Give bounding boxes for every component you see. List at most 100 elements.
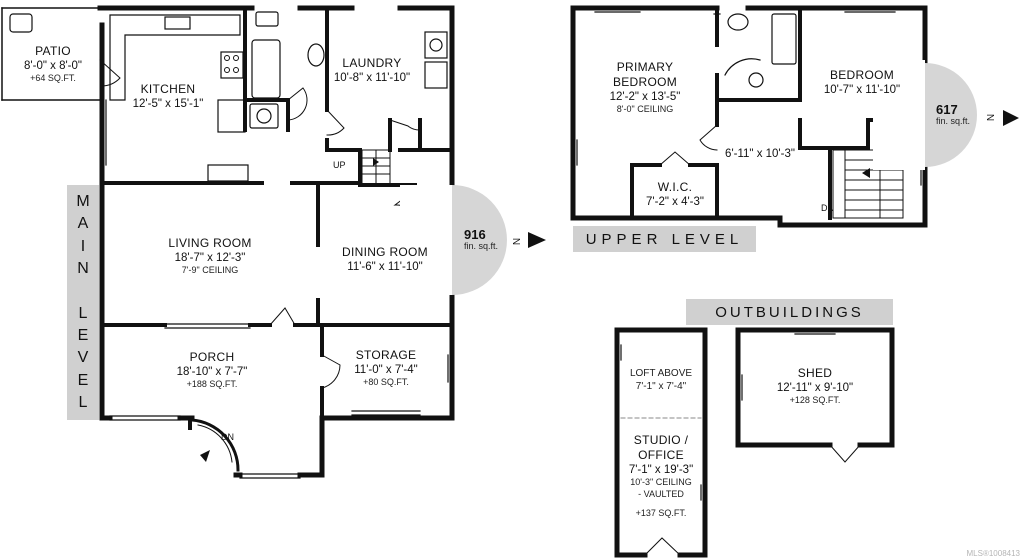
living-room-note: 7'-9" CEILING <box>181 265 239 276</box>
studio-note-1: 10'-3" CEILING <box>630 477 692 488</box>
main-banner-letter-5: L <box>78 304 88 322</box>
wic-dims: 7'-2" x 4'-3" <box>646 196 704 208</box>
porch-stair-down-label: DN <box>221 432 234 442</box>
down-arrow-porch <box>200 450 210 462</box>
dining-room-label: DINING ROOM 11'-6" x 11'-10" <box>342 245 428 274</box>
north-arrow-upper <box>1003 110 1019 126</box>
outbuildings-plan <box>614 327 895 558</box>
living-room-dims: 18'-7" x 12'-3" <box>174 252 246 264</box>
kitchen-counters <box>109 14 249 182</box>
bedroom-label: BEDROOM 10'-7" x 11'-10" <box>824 68 900 97</box>
porch-steps-inner <box>197 424 233 463</box>
storage-dims: 11'-0" x 7'-4" <box>354 364 418 376</box>
primary-bedroom-note: 8'-0" CEILING <box>616 104 674 115</box>
bedroom-dims: 10'-7" x 11'-10" <box>823 84 901 96</box>
patio-outline <box>1 7 101 101</box>
upper-area-badge <box>873 60 1019 170</box>
outbuildings-banner: OUTBUILDINGS <box>686 299 893 325</box>
living-room-name: LIVING ROOM <box>168 236 252 250</box>
kitchen-dims: 12'-5" x 15'-1" <box>132 98 204 110</box>
patio-name: PATIO <box>35 44 71 58</box>
bathroom-fixtures <box>249 11 325 129</box>
upper-stair-down-label: DN <box>821 203 834 213</box>
studio-windows <box>616 344 706 501</box>
primary-bedroom-dims: 12'-2" x 13'-5" <box>609 91 681 103</box>
main-level-banner: M A I N L E V E L <box>67 185 99 420</box>
kitchen-name: KITCHEN <box>140 82 196 96</box>
main-stairs <box>361 149 391 187</box>
main-area-badge <box>400 185 546 295</box>
main-level-plan <box>1 5 455 479</box>
shed-name: SHED <box>797 366 833 380</box>
living-room-label: LIVING ROOM 18'-7" x 12'-3" 7'-9" CEILIN… <box>168 236 251 277</box>
stair-up-arrow <box>373 158 379 166</box>
upper-level-banner: UPPER LEVEL <box>573 226 756 252</box>
loft-name: LOFT ABOVE <box>629 368 693 379</box>
patio-note: +64 SQ.FT. <box>30 73 76 84</box>
studio-label: STUDIO / OFFICE 7'-1" x 19'-3" 10'-3" CE… <box>629 433 693 519</box>
main-area-text: 916 fin. sq.ft. <box>464 227 499 252</box>
porch-label: PORCH 18'-10" x 7'-7" +188 SQ.FT. <box>177 350 248 391</box>
patio-label: PATIO 8'-0" x 8'-0" +64 SQ.FT. <box>24 44 82 85</box>
upper-windows <box>572 7 926 226</box>
porch-note: +188 SQ.FT. <box>186 379 238 390</box>
shed-label: SHED 12'-11" x 9'-10" +128 SQ.FT. <box>777 366 853 407</box>
porch-steps <box>190 418 240 472</box>
porch-dims: 18'-10" x 7'-7" <box>176 366 248 378</box>
studio-name-1: STUDIO / <box>633 433 689 447</box>
studio-door-swing <box>644 537 681 556</box>
studio-note-3: +137 SQ.FT. <box>635 507 687 518</box>
upper-north-label: N <box>984 113 996 122</box>
shed-note: +128 SQ.FT. <box>789 395 841 406</box>
patio-table-icon <box>9 13 33 33</box>
studio-note-2: - VAULTED <box>638 488 684 499</box>
dining-room-name: DINING ROOM <box>342 245 428 259</box>
porch-name: PORCH <box>189 350 235 364</box>
main-area-value: 916 <box>464 227 486 242</box>
shed-door-swing <box>829 444 861 463</box>
main-area-unit: fin. sq.ft. <box>464 241 499 252</box>
shed-dims: 12'-11" x 9'-10" <box>776 382 854 394</box>
main-windows <box>101 99 453 479</box>
loft-label: LOFT ABOVE 7'-1" x 7'-4" <box>630 368 692 393</box>
upper-area-unit: fin. sq.ft. <box>936 116 971 127</box>
main-banner-letter-3: I <box>80 237 86 255</box>
main-banner-letter-4: N <box>77 260 89 278</box>
main-exterior-walls <box>97 5 455 478</box>
main-banner-letter-8: E <box>77 371 89 389</box>
patio-dims: 8'-0" x 8'-0" <box>24 60 82 72</box>
primary-bedroom-name-1: PRIMARY <box>616 60 674 74</box>
laundry-fixtures <box>424 31 448 89</box>
main-banner-letter-1: M <box>76 193 90 211</box>
hall-label: 6'-11" x 10'-3" <box>725 147 795 161</box>
mls-watermark: MLS®1008413 <box>966 549 1021 558</box>
stair-up-label: UP <box>333 160 346 170</box>
laundry-name: LAUNDRY <box>342 56 402 70</box>
main-banner-letter-7: V <box>77 349 89 367</box>
storage-note: +80 SQ.FT. <box>363 377 409 388</box>
stove-burners <box>224 55 239 73</box>
loft-dims: 7'-1" x 7'-4" <box>635 380 687 392</box>
main-north-label: N <box>510 237 522 246</box>
studio-walls <box>614 327 708 558</box>
dining-room-dims: 11'-6" x 11'-10" <box>347 261 423 273</box>
upper-exterior-walls <box>570 5 928 228</box>
main-banner-letter-2: A <box>77 215 89 233</box>
storage-name: STORAGE <box>355 348 417 362</box>
upper-level-plan <box>570 5 928 228</box>
north-arrow-main <box>528 232 546 248</box>
storage-label: STORAGE 11'-0" x 7'-4" +80 SQ.FT. <box>354 348 417 389</box>
wic-label: W.I.C. 7'-2" x 4'-3" <box>646 180 704 209</box>
shed-windows <box>737 329 836 401</box>
main-banner-letter-6: E <box>77 326 89 344</box>
upper-area-value: 617 <box>936 102 958 117</box>
studio-name-2: OFFICE <box>638 448 684 462</box>
laundry-dims: 10'-8" x 11'-10" <box>333 72 411 84</box>
hall-dims: 6'-11" x 10'-3" <box>725 148 795 160</box>
kitchen-label: KITCHEN 12'-5" x 15'-1" <box>133 82 204 111</box>
main-banner-letter-9: L <box>78 393 88 411</box>
upper-bath-fixtures <box>713 13 797 88</box>
primary-bedroom-label: PRIMARY BEDROOM 12'-2" x 13'-5" 8'-0" CE… <box>610 60 681 116</box>
bedroom-name: BEDROOM <box>829 68 895 82</box>
